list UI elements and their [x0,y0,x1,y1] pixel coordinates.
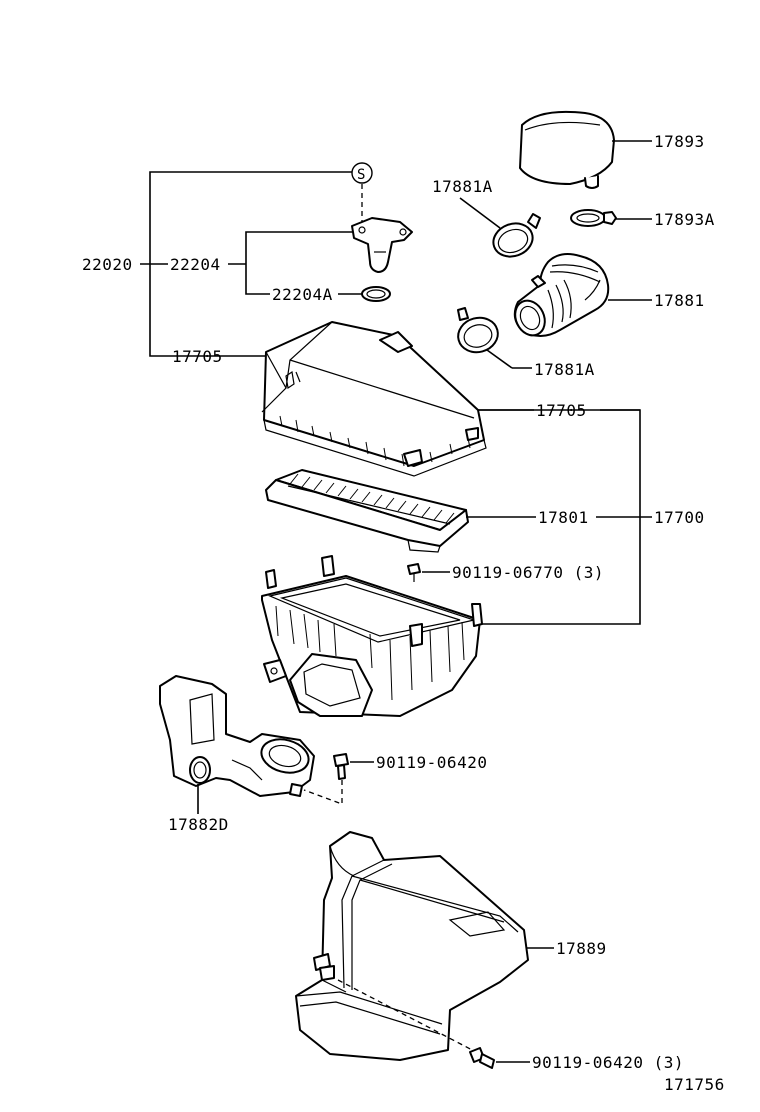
part-17881-hose[interactable] [510,253,610,340]
part-22204A-oring[interactable] [361,286,391,302]
part-22204-sensor[interactable] [351,217,413,273]
label-17881A-bottom: 17881A [534,360,595,379]
label-17881A-top: 17881A [432,177,493,196]
label-17705-right: 17705 [536,401,587,420]
label-17893A: 17893A [654,210,715,229]
label-90119-06420-3: 90119-06420 (3) [532,1053,684,1072]
part-17889-resonator[interactable] [295,831,529,1061]
label-17705-left: 17705 [172,347,223,366]
s-marker: S [351,162,373,184]
label-17893: 17893 [654,132,705,151]
label-22204A: 22204A [272,285,333,304]
label-17801: 17801 [538,508,589,527]
s-marker-letter: S [357,167,366,183]
part-90119-06420-bolt[interactable] [333,753,349,780]
label-90119-06420: 90119-06420 [376,753,487,772]
label-17881: 17881 [654,291,705,310]
part-90119-06770-bolt[interactable] [407,563,421,582]
part-17881A-clamp-top[interactable] [489,213,541,262]
part-lower-case[interactable] [261,555,483,717]
diagram-number: 171756 [664,1075,725,1094]
part-17801-filter[interactable] [265,469,469,553]
label-17700: 17700 [654,508,705,527]
part-17881A-clamp-bottom[interactable] [454,307,501,357]
label-22020: 22020 [82,255,133,274]
label-17889: 17889 [556,939,607,958]
part-17893A-clamp[interactable] [570,209,617,227]
part-17893-cap[interactable] [519,110,615,189]
part-17705-cover[interactable] [261,321,487,477]
label-17882D: 17882D [168,815,229,834]
part-17882D-duct[interactable] [159,675,315,797]
label-22204: 22204 [170,255,221,274]
part-90119-06420-3-bolt[interactable] [469,1047,495,1069]
label-90119-06770: 90119-06770 (3) [452,563,604,582]
